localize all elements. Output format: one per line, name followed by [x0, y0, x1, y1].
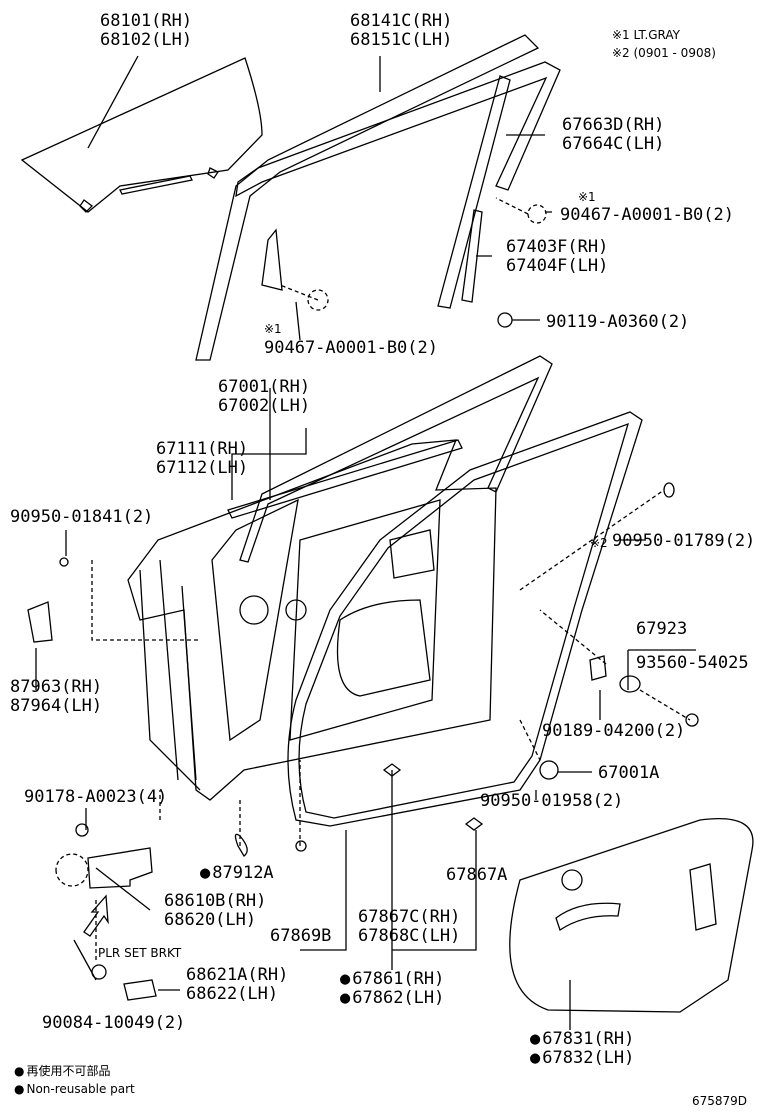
label-67867c: 67867C(RH)	[358, 907, 461, 927]
mark-note1-b: ※1	[264, 322, 282, 336]
label-87963: 87963(RH)	[10, 677, 103, 697]
division-bar	[461, 209, 483, 303]
label-90467-a0001-b0-a: 90467-A0001-B0(2)	[560, 205, 734, 225]
label-67923: 67923	[636, 619, 688, 639]
label-68621a: 68621A(RH)	[186, 965, 289, 985]
legend-jp: 再使用不可部品	[14, 1064, 110, 1078]
note-lt-gray: ※1 LT.GRAY	[612, 28, 681, 42]
door-hinge	[87, 847, 153, 889]
label-67861: 67861(RH)	[340, 970, 444, 989]
label-67001: 67001(RH)	[218, 377, 311, 397]
label-67002: 67002(LH)	[218, 396, 311, 416]
weatherstrip	[287, 411, 643, 827]
label-90178-a0023: 90178-A0023(4)	[24, 787, 168, 807]
label-68151c: 68151C(LH)	[350, 30, 453, 50]
label-68610b: 68610B(RH)	[164, 891, 267, 911]
frame-moulding	[235, 61, 561, 198]
legend-en: Non-reusable part	[14, 1082, 134, 1096]
belt-moulding	[227, 439, 463, 519]
glass-run-seal	[195, 34, 540, 361]
door-glass	[20, 57, 263, 213]
label-67831: 67831(RH)	[530, 1030, 634, 1049]
label-90084-10049: 90084-10049(2)	[42, 1013, 186, 1033]
figure-id: 675879D	[692, 1094, 748, 1108]
label-87964: 87964(LH)	[10, 696, 103, 716]
mark-note2: ※2	[590, 536, 608, 550]
label-67868c: 67868C(LH)	[358, 926, 461, 946]
label-67862: 67862(LH)	[340, 989, 444, 1008]
label-68102: 68102(LH)	[100, 30, 193, 50]
label-plr-set-brkt: PLR SET BRKT	[98, 946, 182, 960]
label-90950-01958: 90950-01958(2)	[480, 791, 624, 811]
label-90950-01789: 90950-01789(2)	[612, 531, 756, 551]
label-90467-a0001-b0-b: 90467-A0001-B0(2)	[264, 338, 438, 358]
mark-note1-a: ※1	[578, 190, 596, 204]
label-67867a: 67867A	[446, 865, 508, 885]
label-68620: 68620(LH)	[164, 910, 257, 930]
label-93560-54025: 93560-54025	[636, 653, 749, 673]
note-date-range: ※2 (0901 - 0908)	[612, 46, 716, 60]
label-67403f: 67403F(RH)	[506, 237, 609, 257]
label-67111: 67111(RH)	[156, 439, 249, 459]
label-67832: 67832(LH)	[530, 1049, 634, 1068]
label-68622: 68622(LH)	[186, 984, 279, 1004]
label-68141c: 68141C(RH)	[350, 11, 453, 31]
label-67404f: 67404F(LH)	[506, 256, 609, 276]
label-67869b: 67869B	[270, 926, 332, 946]
label-67664c: 67664C(LH)	[562, 134, 665, 154]
label-90119-a0360: 90119-A0360(2)	[546, 312, 690, 332]
door-trim	[509, 817, 754, 1013]
label-90189-04200: 90189-04200(2)	[542, 721, 686, 741]
label-67663d: 67663D(RH)	[562, 115, 665, 135]
label-90950-01841: 90950-01841(2)	[10, 507, 154, 527]
label-67112: 67112(LH)	[156, 458, 249, 478]
label-68101: 68101(RH)	[100, 11, 193, 31]
label-87912a: 87912A	[200, 864, 273, 883]
label-67001a: 67001A	[598, 763, 660, 783]
